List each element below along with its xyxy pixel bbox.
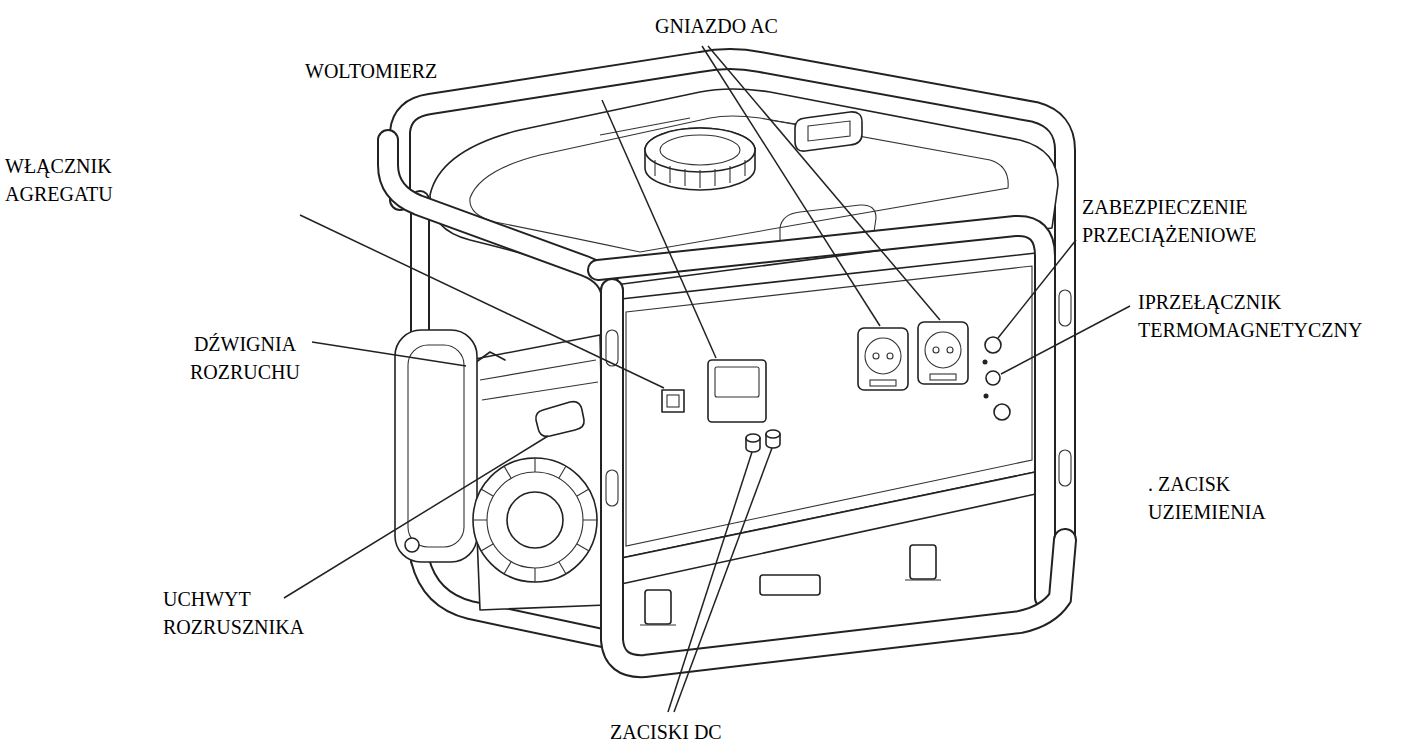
rubber-mount xyxy=(640,545,941,625)
fuel-cap xyxy=(645,128,755,190)
part-label: DŹWIGNIA ROZRUCHU xyxy=(170,330,320,386)
control-panel xyxy=(612,252,1045,586)
rubber-mount xyxy=(910,545,936,579)
engine-switch xyxy=(667,395,679,407)
part-label: ZABEZPIECZENIE PRZECIĄŻENIOWE xyxy=(1082,193,1322,249)
ac-socket xyxy=(887,353,893,359)
frame-tube xyxy=(388,140,1071,666)
part-label: UCHWYT ROZRUSZNIKA xyxy=(163,585,353,641)
recoil-starter xyxy=(507,492,563,548)
frame-tube xyxy=(1059,290,1071,326)
recoil-starter xyxy=(473,458,597,582)
ac-socket xyxy=(933,347,939,353)
breaker-buttons xyxy=(984,394,989,399)
engine-switch xyxy=(662,390,684,412)
breaker-buttons xyxy=(994,404,1010,420)
voltmeter xyxy=(715,367,759,397)
fuel-gauge xyxy=(795,112,862,151)
ac-socket xyxy=(858,322,968,390)
part-label: . ZACISK UZIEMIENIA xyxy=(1148,470,1323,526)
voltmeter xyxy=(708,360,766,422)
ac-socket xyxy=(930,374,956,380)
recoil-starter xyxy=(473,458,597,582)
frame-tube xyxy=(1059,450,1071,486)
leader-line xyxy=(708,46,940,320)
frame-tube xyxy=(598,226,1045,598)
air-filter xyxy=(395,330,477,562)
engine-block xyxy=(480,360,598,400)
leader-line xyxy=(998,240,1076,338)
ac-socket xyxy=(947,347,953,353)
leader-line xyxy=(668,452,752,712)
frame-tube xyxy=(388,140,612,300)
rubber-mount xyxy=(645,590,671,624)
frame-tube xyxy=(612,290,1065,666)
control-panel xyxy=(612,470,1045,586)
ac-socket xyxy=(858,328,908,390)
leader-line xyxy=(1001,306,1130,374)
ac-socket xyxy=(925,332,961,368)
ac-socket xyxy=(873,353,879,359)
engine-block xyxy=(470,335,606,610)
fuel-gauge xyxy=(795,112,862,151)
air-filter xyxy=(405,538,419,552)
dc-terminals xyxy=(746,430,780,452)
starter-handle xyxy=(536,402,584,437)
breaker-buttons xyxy=(983,360,988,365)
breaker-buttons xyxy=(986,371,1000,385)
part-label: IPRZEŁĄCZNIK TERMOMAGNETYCZNY xyxy=(1138,288,1393,344)
dc-terminals xyxy=(746,434,760,442)
control-panel xyxy=(612,252,1045,560)
frame-tube xyxy=(606,470,618,506)
fuel-cap xyxy=(645,128,755,172)
ac-socket xyxy=(865,338,901,374)
fuel-gauge xyxy=(808,121,850,141)
recoil-starter xyxy=(473,402,597,582)
leader-line xyxy=(300,215,664,388)
rubber-mount xyxy=(760,575,820,595)
air-filter xyxy=(395,330,477,562)
leader-line xyxy=(284,436,548,598)
ac-socket xyxy=(870,380,896,386)
part-label: WOLTOMIERZ xyxy=(305,57,437,85)
breaker-buttons xyxy=(983,337,1011,420)
ac-socket xyxy=(918,322,968,384)
fuel-cap xyxy=(655,160,745,188)
fuel-cap xyxy=(645,128,755,190)
leader-line xyxy=(312,342,466,366)
recoil-starter xyxy=(487,472,583,568)
frame-tube xyxy=(388,140,612,300)
leader-line xyxy=(284,46,1130,712)
fuel-cap xyxy=(660,135,740,165)
breaker-buttons xyxy=(985,337,1001,353)
part-label: WŁĄCZNIK AGREGATU xyxy=(5,152,155,208)
control-panel xyxy=(626,266,1032,546)
engine-switch xyxy=(662,390,684,412)
frame-tube xyxy=(598,226,1045,598)
voltmeter xyxy=(708,360,766,422)
part-label: ZACISKI DC xyxy=(610,718,722,746)
leader-line xyxy=(674,448,772,712)
rubber-mount xyxy=(640,580,941,625)
dc-terminals xyxy=(766,430,780,438)
frame-tube xyxy=(612,290,1065,666)
part-label: GNIAZDO AC xyxy=(655,12,778,40)
leader-line xyxy=(702,46,880,326)
leader-line xyxy=(602,100,716,358)
